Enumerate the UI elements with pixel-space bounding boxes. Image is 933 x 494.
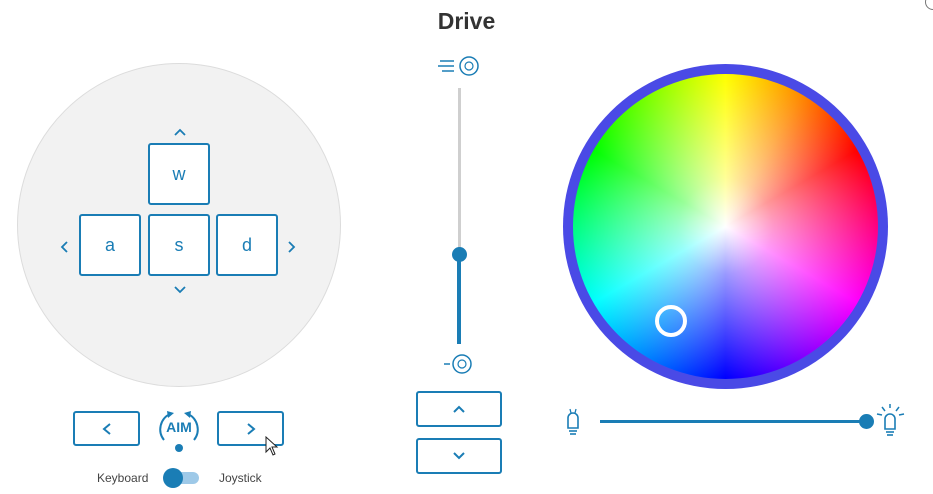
chevron-up-icon (453, 405, 465, 413)
key-a[interactable]: a (79, 214, 141, 276)
chevron-left-icon (60, 241, 68, 253)
key-s[interactable]: s (148, 214, 210, 276)
bulb-bright-icon (876, 404, 905, 436)
color-wheel-saturation (573, 74, 878, 379)
brightness-track[interactable] (600, 420, 866, 423)
chevron-down-icon (174, 286, 186, 294)
chevron-left-icon (101, 422, 111, 435)
chevron-right-icon (246, 422, 256, 435)
speed-track-active[interactable] (457, 254, 461, 344)
aim-button[interactable]: AIM (156, 406, 202, 452)
fast-robot-icon (438, 56, 479, 76)
color-selector-handle[interactable] (655, 305, 687, 337)
brightness-slider-handle[interactable] (859, 414, 874, 429)
chevron-right-icon (288, 241, 296, 253)
control-mode-toggle[interactable] (163, 468, 199, 488)
speed-down-button[interactable] (416, 438, 502, 474)
chevron-up-icon (174, 128, 186, 136)
key-d[interactable]: d (216, 214, 278, 276)
speed-track-inactive[interactable] (458, 88, 461, 255)
slow-robot-icon (444, 354, 472, 374)
key-w[interactable]: w (148, 143, 210, 205)
speed-up-button[interactable] (416, 391, 502, 427)
rotate-right-button[interactable] (217, 411, 284, 446)
chevron-down-icon (453, 452, 465, 460)
page-title: Drive (437, 8, 496, 34)
speed-slider-handle[interactable] (452, 247, 467, 263)
rotate-left-button[interactable] (73, 411, 140, 446)
toggle-knob (163, 468, 183, 488)
bulb-dim-icon (567, 408, 579, 435)
joystick-label: Joystick (219, 471, 262, 485)
aim-rotate-icon (159, 411, 199, 452)
keyboard-label: Keyboard (97, 471, 149, 485)
mouse-cursor-icon (265, 436, 279, 456)
aim-label: AIM (166, 419, 192, 435)
